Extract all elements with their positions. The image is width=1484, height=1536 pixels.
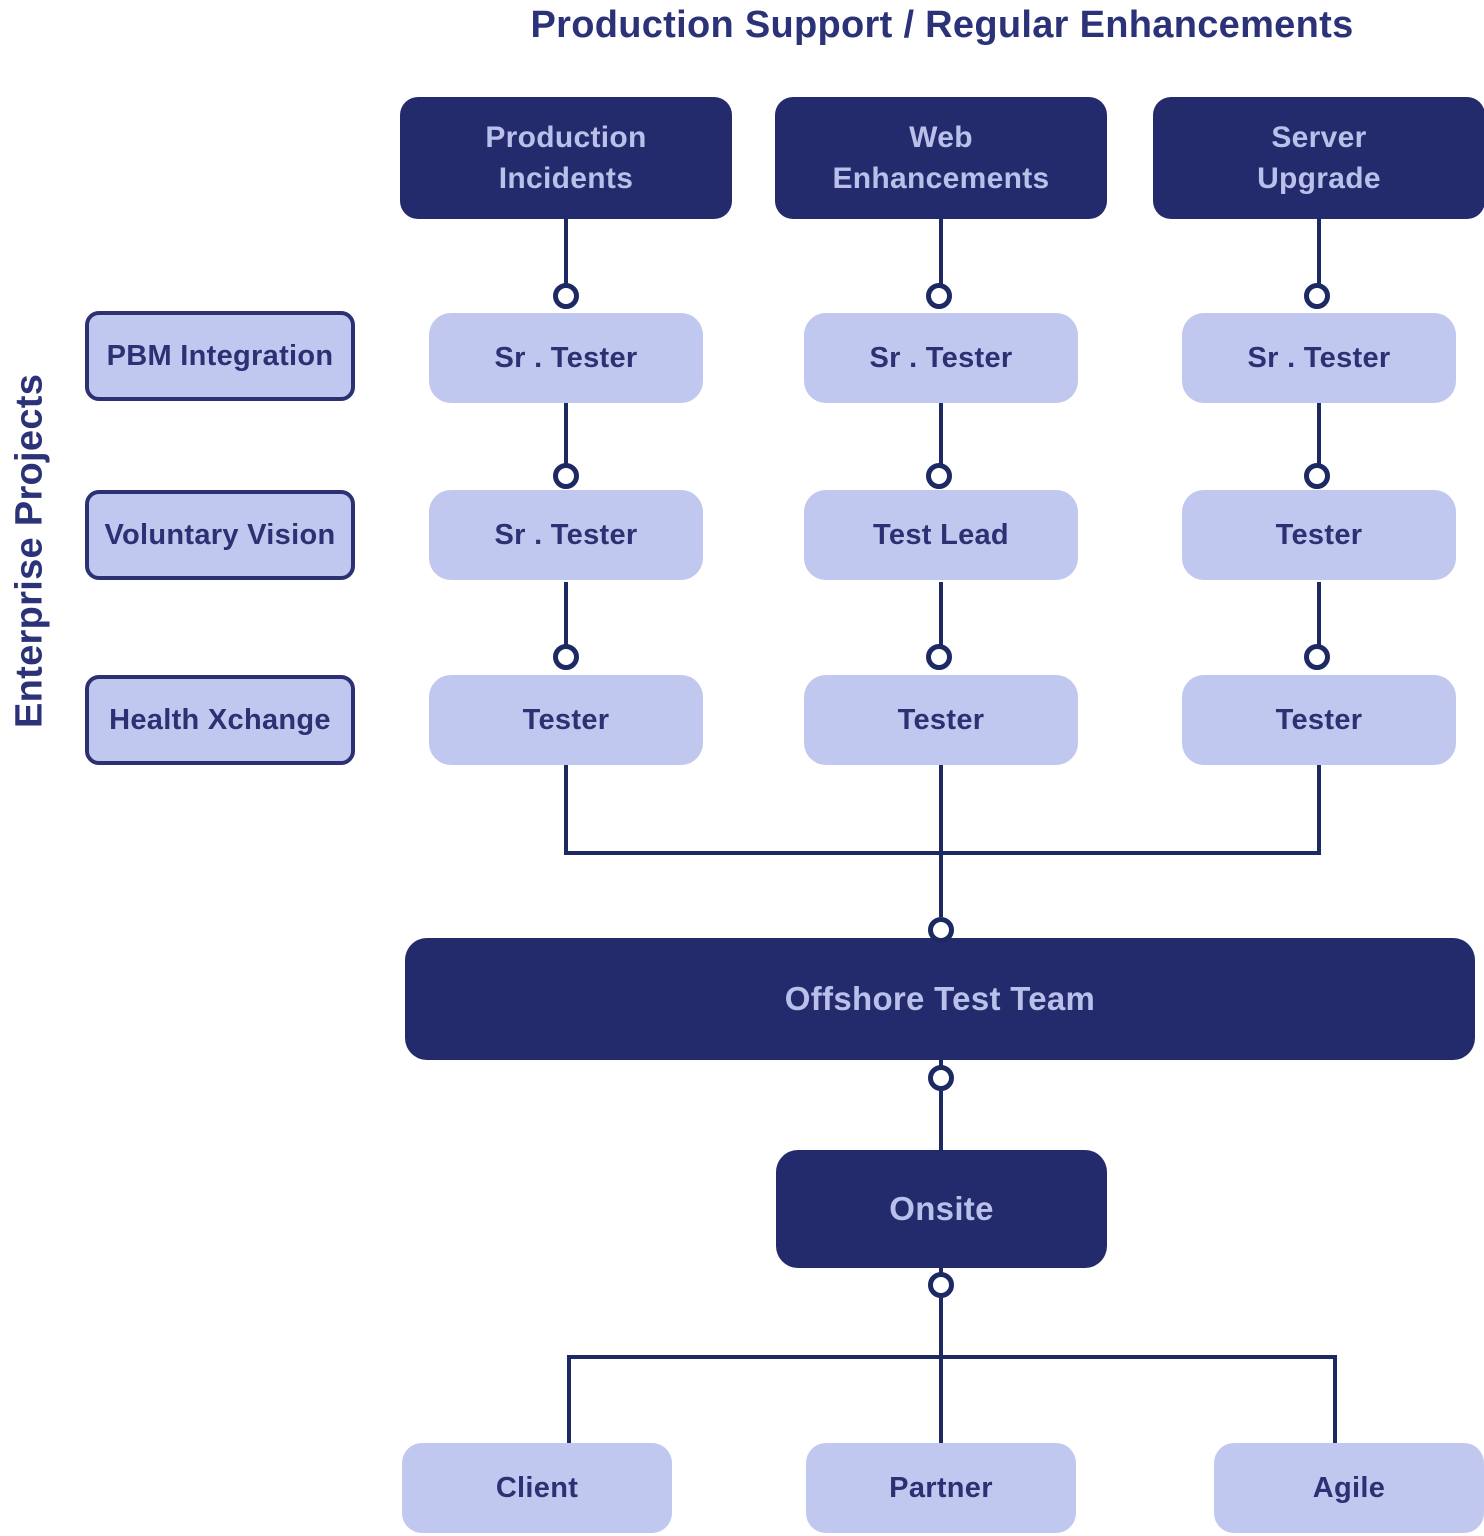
connector-line xyxy=(1317,219,1321,285)
connector-line xyxy=(1333,1355,1337,1443)
connector-node xyxy=(926,283,952,309)
bottom-box-partner: Partner xyxy=(806,1443,1076,1533)
role-box-r1c1: Sr . Tester xyxy=(429,313,703,403)
connector-line xyxy=(939,219,943,285)
connector-line xyxy=(939,1060,943,1066)
role-box-r2c3: Tester xyxy=(1182,490,1456,580)
connector-line xyxy=(939,1091,943,1151)
role-box-r1c2: Sr . Tester xyxy=(804,313,1078,403)
connector-line xyxy=(564,403,568,465)
project-box-pbm-integration: PBM Integration xyxy=(85,311,355,401)
enterprise-projects-axis-label: Enterprise Projects xyxy=(8,373,51,729)
bottom-box-agile: Agile xyxy=(1214,1443,1484,1533)
connector-elbow xyxy=(564,851,1321,855)
role-box-r2c1: Sr . Tester xyxy=(429,490,703,580)
connector-node xyxy=(928,1065,954,1091)
project-box-health-xchange: Health Xchange xyxy=(85,675,355,765)
bottom-box-client: Client xyxy=(402,1443,672,1533)
role-box-r3c2: Tester xyxy=(804,675,1078,765)
connector-node xyxy=(553,283,579,309)
connector-line xyxy=(1317,403,1321,465)
onsite-box: Onsite xyxy=(776,1150,1107,1268)
connector-line xyxy=(564,765,568,855)
connector-line xyxy=(564,219,568,285)
role-box-r2c2: Test Lead xyxy=(804,490,1078,580)
connector-line xyxy=(939,1268,943,1273)
connector-line xyxy=(1317,765,1321,855)
role-box-r3c3: Tester xyxy=(1182,675,1456,765)
offshore-test-team-box: Offshore Test Team xyxy=(405,938,1475,1060)
connector-node xyxy=(928,1272,954,1298)
connector-node xyxy=(928,917,954,943)
connector-node xyxy=(1304,463,1330,489)
connector-line xyxy=(939,765,943,855)
page-title: Production Support / Regular Enhancement… xyxy=(530,4,1354,46)
column-header-web-enhancements: Web Enhancements xyxy=(775,97,1107,219)
connector-node xyxy=(926,644,952,670)
connector-line xyxy=(939,403,943,465)
project-box-voluntary-vision: Voluntary Vision xyxy=(85,490,355,580)
connector-line xyxy=(567,1355,571,1443)
connector-line xyxy=(939,582,943,646)
column-header-production-incidents: Production Incidents xyxy=(400,97,732,219)
connector-line xyxy=(939,1298,943,1357)
column-header-server-upgrade: Server Upgrade xyxy=(1153,97,1484,219)
connector-line xyxy=(564,582,568,646)
connector-node xyxy=(1304,283,1330,309)
role-box-r1c3: Sr . Tester xyxy=(1182,313,1456,403)
connector-line xyxy=(1317,582,1321,646)
role-box-r3c1: Tester xyxy=(429,675,703,765)
connector-node xyxy=(553,644,579,670)
connector-line xyxy=(939,855,943,917)
connector-elbow xyxy=(567,1355,1337,1359)
connector-node xyxy=(926,463,952,489)
connector-node xyxy=(1304,644,1330,670)
connector-line xyxy=(939,1355,943,1443)
connector-node xyxy=(553,463,579,489)
